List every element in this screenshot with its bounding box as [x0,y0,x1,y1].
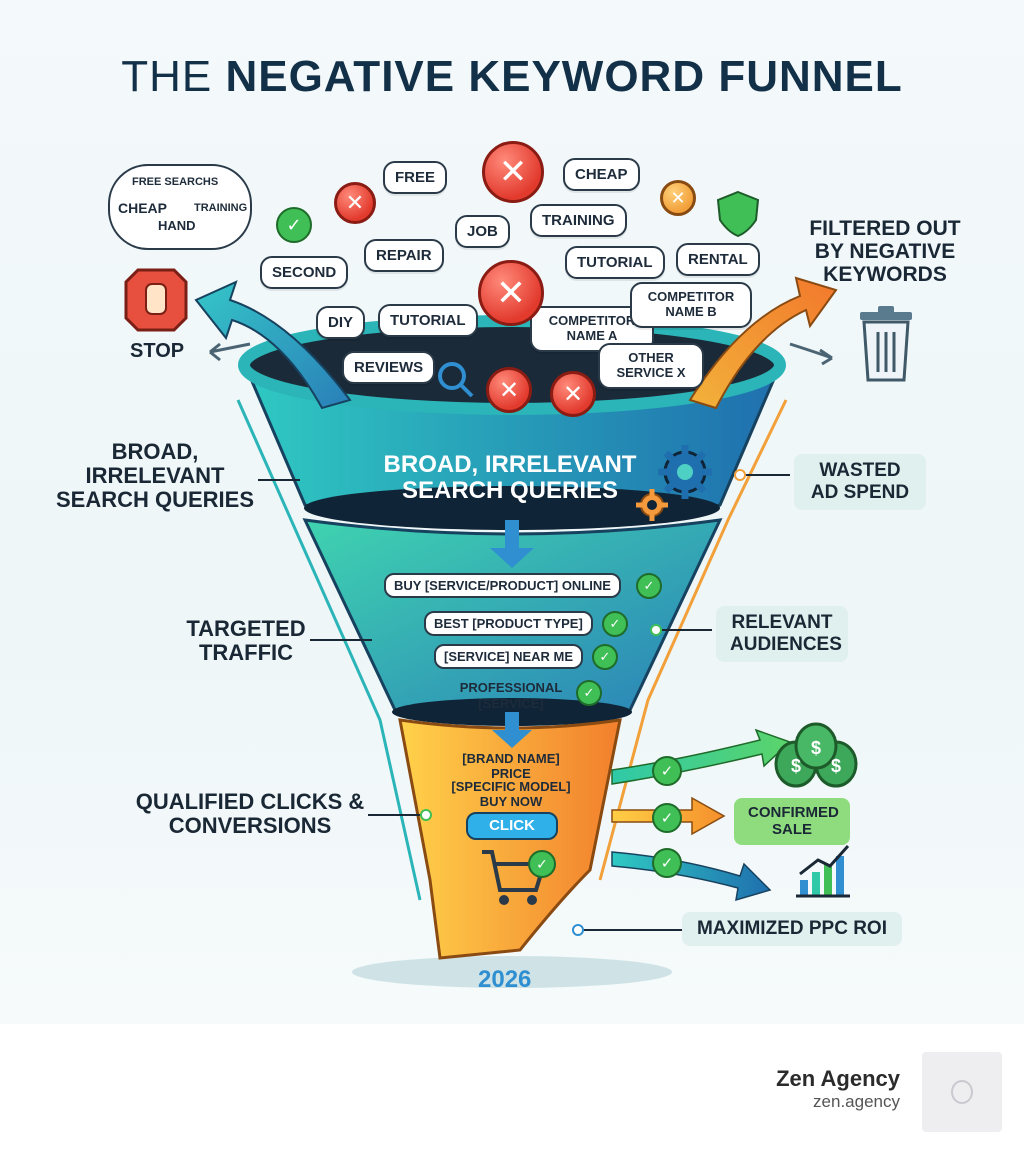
click-button[interactable]: CLICK [466,812,558,840]
connector-roi-dot [572,924,584,936]
brand-url[interactable]: zen.agency [813,1092,900,1111]
flow-arrow-down [490,520,534,568]
thought-cloud: FREE SEARCHS CHEAP TRAINING HAND [108,164,252,250]
check-icon: ✓ [652,848,682,878]
reject-icon: ✕ [478,260,544,326]
infographic: THE NEGATIVE KEYWORD FUNNEL [0,0,1024,1024]
check-icon: ✓ [592,644,618,670]
check-icon: ✓ [276,207,312,243]
qualified-label: QUALIFIED CLICKS & CONVERSIONS [135,789,365,839]
cloud-word: HAND [158,218,196,233]
reject-icon: ✕ [482,141,544,203]
trash-icon [860,306,912,382]
check-icon: ✓ [576,680,602,706]
keyword-bubble: COMPETITOR NAME A [530,306,654,352]
keyword-bubble: DIY [316,306,366,340]
svg-text:$: $ [811,738,821,758]
roi-label: MAXIMIZED PPC ROI [682,912,902,946]
reject-icon: ✕ [550,371,596,417]
magnifier-icon [438,362,466,390]
check-icon: ✓ [652,756,682,786]
funnel-top-band [304,486,720,530]
check-icon: ✓ [652,803,682,833]
gear-icon [658,445,712,499]
targeted-keyword: [SERVICE] NEAR ME [434,644,584,669]
keyword-bubble: CHEAP [563,158,640,192]
connector-wasted-dot [734,469,746,481]
conversion-keyword: [SPECIFIC MODEL] BUY NOW [451,779,571,809]
broad-label: BROAD, IRRELEVANT SEARCH QUERIES [55,439,255,513]
gear-icon-small [636,489,668,521]
targeted-label: TARGETED TRAFFIC [186,616,306,666]
targeted-keyword: PROFESSIONAL [SERVICE] [459,680,563,711]
keyword-bubble: JOB [455,215,510,249]
brand-logo [922,1052,1002,1132]
stop-arrow [209,342,251,362]
funnel-accent-left [236,399,422,901]
cloud-word: TRAINING [194,202,248,214]
keyword-bubble: REPAIR [364,239,444,273]
reject-icon: ✕ [334,182,376,224]
stop-label: STOP [130,340,185,362]
shield-icon [716,190,760,238]
filtered-label: FILTERED OUT BY NEGATIVE KEYWORDS [809,217,961,287]
svg-text:$: $ [831,756,841,776]
reject-icon: ✕ [660,180,696,216]
reject-icon: ✕ [486,367,532,413]
confirmed-sale-label: CONFIRMED SALE [734,798,850,845]
keyword-bubble: REVIEWS [342,351,436,385]
keyword-bubble: TUTORIAL [378,304,478,338]
brand-name: Zen Agency [776,1066,900,1091]
stop-sign-icon [124,268,188,332]
funnel-accent-right [598,399,788,881]
keyword-bubble: TRAINING [530,204,627,238]
keyword-bubble: FREE [383,161,448,195]
magnifier-handle [459,383,474,398]
check-icon: ✓ [528,850,556,878]
relevant-audiences-label: RELEVANT AUDIENCES [716,606,848,662]
targeted-keyword: BUY [SERVICE/PRODUCT] ONLINE [384,573,621,598]
keyword-bubble: OTHER SERVICE X [598,343,704,389]
title-light: THE [121,52,213,101]
check-icon: ✓ [636,573,662,599]
keyword-bubble: COMPETITOR NAME B [630,282,752,328]
exit-arrow-right [688,276,838,410]
check-icon: ✓ [602,611,628,637]
year-label: 2026 [478,966,532,993]
trash-arrow [789,342,833,366]
exit-arrow-left [194,280,352,410]
growth-chart-icon [796,844,850,898]
funnel-shadow [352,956,672,988]
flow-arrow-down-2 [492,712,532,748]
broad-funnel-label: BROAD, IRRELEVANT SEARCH QUERIES [383,451,637,505]
logo-icon [951,1080,973,1104]
footer-brand: Zen Agency zen.agency [776,1066,900,1112]
keyword-bubble: SECOND [260,256,349,290]
cloud-word: CHEAP [118,200,168,216]
connector-relevant-dot [650,624,662,636]
wasted-spend-label: WASTED AD SPEND [794,454,926,510]
keyword-bubble: RENTAL [676,243,760,277]
page-title: THE NEGATIVE KEYWORD FUNNEL [0,52,1024,102]
title-bold: NEGATIVE KEYWORD FUNNEL [225,52,903,101]
connector-qualified-dot [420,809,432,821]
svg-text:$: $ [791,756,801,776]
arrow-to-roi [611,851,772,902]
conversion-keyword: [BRAND NAME] PRICE [462,751,560,781]
targeted-keyword: BEST [PRODUCT TYPE] [424,611,593,636]
cloud-word: FREE SEARCHS [132,176,219,188]
money-bags-icon: $ $ $ [774,722,858,788]
keyword-bubble: TUTORIAL [565,246,665,280]
